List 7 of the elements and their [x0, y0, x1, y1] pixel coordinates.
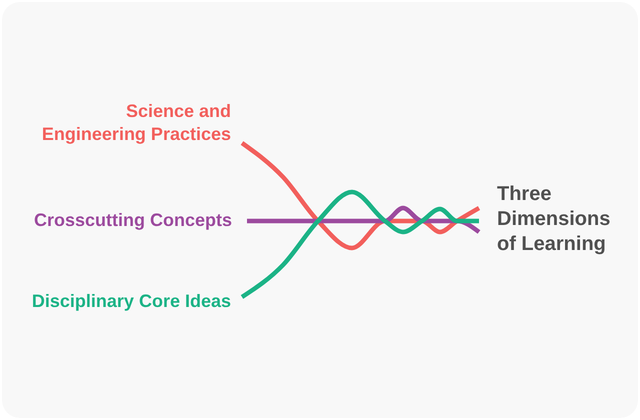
connector-line — [240, 141, 480, 250]
strand-label: Science and Engineering Practices — [40, 100, 231, 146]
strand-label: Crosscutting Concepts — [32, 209, 232, 232]
connector-line — [247, 206, 480, 234]
heading-text: Three Dimensions of Learning — [497, 182, 612, 257]
strand-label: Disciplinary Core Ideas — [30, 290, 231, 313]
connector-line — [240, 190, 479, 299]
